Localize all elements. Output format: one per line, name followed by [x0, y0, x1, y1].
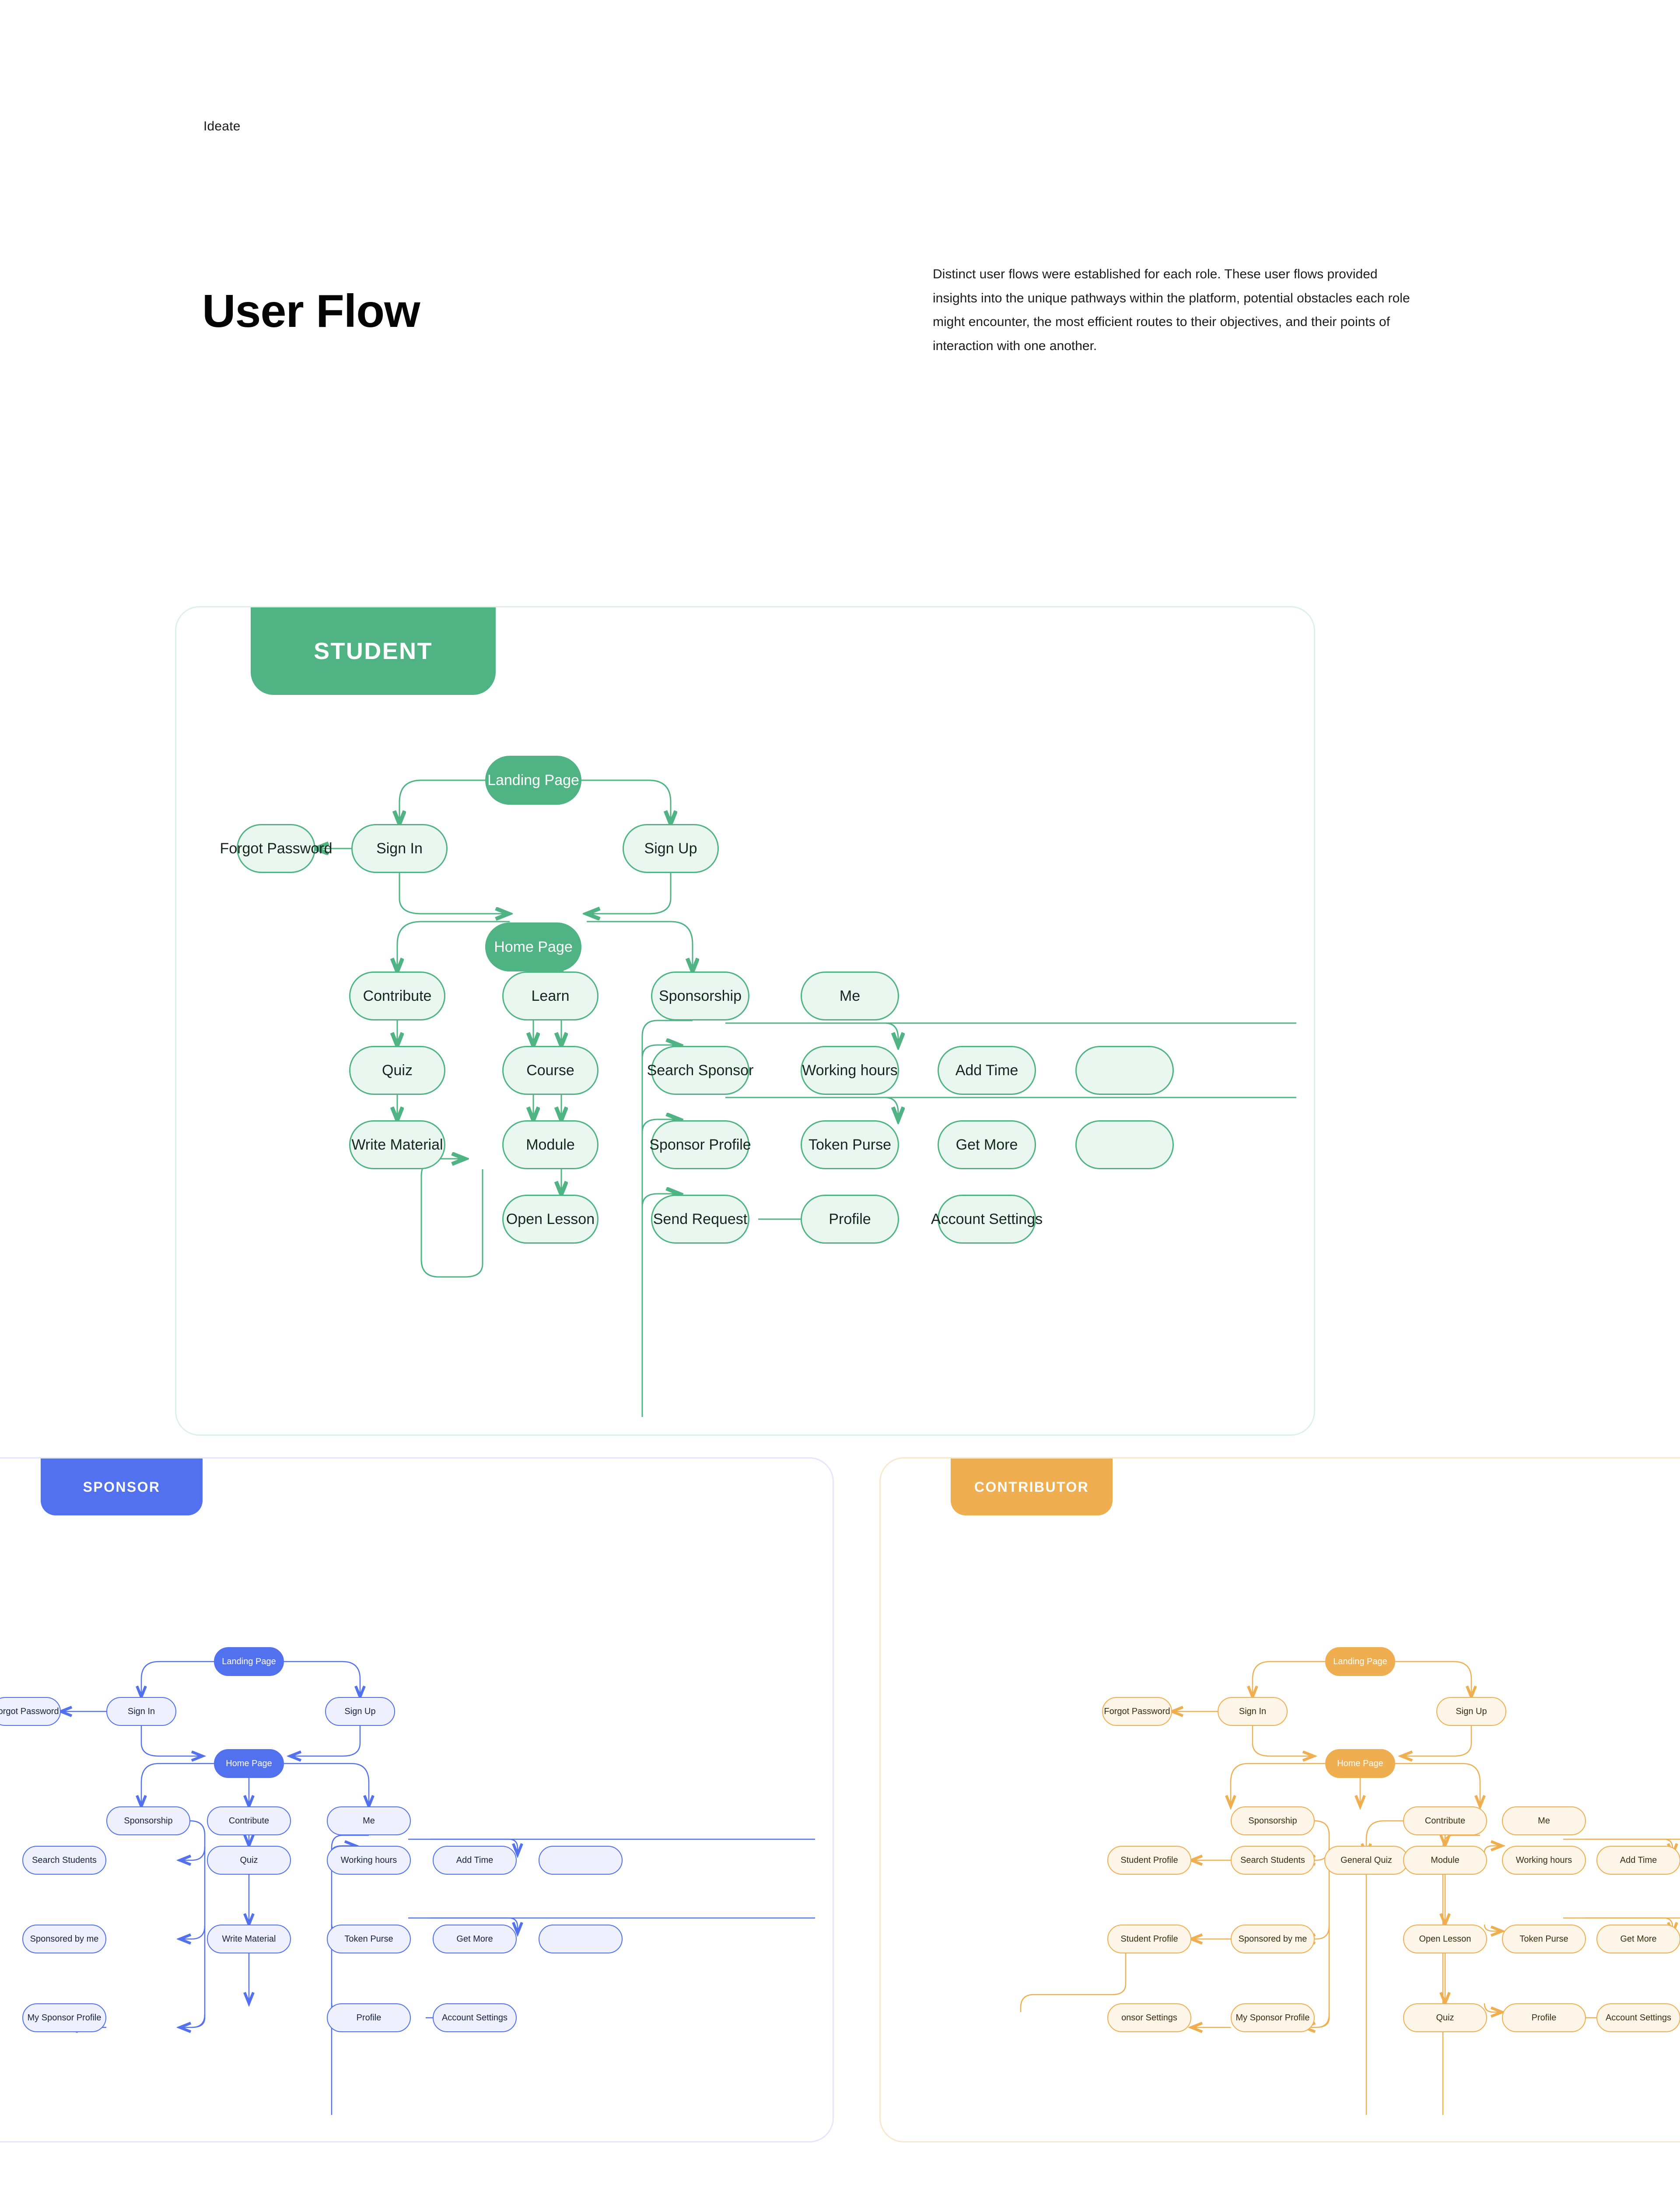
student-node-quiz[interactable]: Quiz — [349, 1046, 445, 1095]
student-node-home-page[interactable]: Home Page — [485, 922, 581, 971]
student-node-search-sponsor[interactable]: Search Sponsor — [647, 1046, 753, 1095]
contributor-node-sponsorship[interactable]: Sponsorship — [1231, 1806, 1315, 1835]
section-kicker: Ideate — [203, 119, 241, 133]
sponsor-node-forgot-password[interactable]: Forgot Password — [0, 1697, 61, 1726]
sponsor-node-landing-page[interactable]: Landing Page — [214, 1647, 284, 1676]
sponsor-node-me[interactable]: Me — [327, 1806, 411, 1835]
student-flow-tab: STUDENT — [251, 607, 496, 695]
sponsor-flow-tab: SPONSOR — [41, 1459, 203, 1515]
student-node-sponsor-profile[interactable]: Sponsor Profile — [649, 1120, 751, 1169]
sponsor-flow-card: SPONSOR — [0, 1457, 834, 2142]
sponsor-node-sponsorship[interactable]: Sponsorship — [106, 1806, 190, 1835]
student-node-get-more-overflow[interactable] — [1075, 1120, 1174, 1169]
student-node-write-material[interactable]: Write Material — [349, 1120, 445, 1169]
student-node-open-lesson[interactable]: Open Lesson — [502, 1195, 598, 1244]
sponsor-node-add-time[interactable]: Add Time — [433, 1846, 517, 1875]
contributor-node-student-profile-2[interactable]: Student Profile — [1107, 1925, 1191, 1953]
sponsor-node-home-page[interactable]: Home Page — [214, 1749, 284, 1778]
sponsor-node-my-sponsor-profile[interactable]: My Sponsor Profile — [22, 2003, 106, 2032]
contributor-node-home-page[interactable]: Home Page — [1325, 1749, 1395, 1778]
student-node-sign-up[interactable]: Sign Up — [623, 824, 719, 873]
sponsor-node-get-more[interactable]: Get More — [433, 1925, 517, 1953]
contributor-node-add-time[interactable]: Add Time — [1596, 1846, 1680, 1875]
contributor-node-contribute[interactable]: Contribute — [1403, 1806, 1487, 1835]
contributor-node-account-settings[interactable]: Account Settings — [1596, 2003, 1680, 2032]
sponsor-node-account-settings[interactable]: Account Settings — [433, 2003, 517, 2032]
sponsor-flow-edges — [0, 1661, 815, 2115]
student-node-working-hours[interactable]: Working hours — [801, 1046, 899, 1095]
contributor-node-working-hours[interactable]: Working hours — [1502, 1846, 1586, 1875]
student-node-profile[interactable]: Profile — [801, 1195, 899, 1244]
student-flow-card: STUDENT — [175, 606, 1315, 1436]
student-node-me[interactable]: Me — [801, 971, 899, 1020]
contributor-node-search-students[interactable]: Search Students — [1231, 1846, 1315, 1875]
student-node-add-time[interactable]: Add Time — [938, 1046, 1036, 1095]
sponsor-node-search-students[interactable]: Search Students — [22, 1846, 106, 1875]
contributor-node-landing-page[interactable]: Landing Page — [1325, 1647, 1395, 1676]
contributor-node-get-more[interactable]: Get More — [1596, 1925, 1680, 1953]
contributor-flow-tab: CONTRIBUTOR — [951, 1459, 1113, 1515]
contributor-node-student-profile-1[interactable]: Student Profile — [1107, 1846, 1191, 1875]
student-flow-edges — [176, 779, 1296, 1417]
contributor-node-sponsored-by-me[interactable]: Sponsored by me — [1231, 1925, 1315, 1953]
sponsor-node-sign-up[interactable]: Sign Up — [325, 1697, 395, 1726]
student-node-sponsorship[interactable]: Sponsorship — [651, 971, 749, 1020]
student-node-course[interactable]: Course — [502, 1046, 598, 1095]
student-node-learn[interactable]: Learn — [502, 971, 598, 1020]
student-node-token-purse[interactable]: Token Purse — [801, 1120, 899, 1169]
sponsor-node-sign-in[interactable]: Sign In — [106, 1697, 176, 1726]
contributor-node-me[interactable]: Me — [1502, 1806, 1586, 1835]
sponsor-node-working-hours[interactable]: Working hours — [327, 1846, 411, 1875]
student-node-landing-page[interactable]: Landing Page — [485, 756, 581, 805]
student-node-send-request[interactable]: Send Request — [651, 1195, 749, 1244]
sponsor-node-sponsored-by-me[interactable]: Sponsored by me — [22, 1925, 106, 1953]
sponsor-node-profile[interactable]: Profile — [327, 2003, 411, 2032]
contributor-node-quiz[interactable]: Quiz — [1403, 2003, 1487, 2032]
contributor-node-forgot-password[interactable]: Forgot Password — [1102, 1697, 1172, 1726]
sponsor-node-token-purse[interactable]: Token Purse — [327, 1925, 411, 1953]
sponsor-node-write-material[interactable]: Write Material — [207, 1925, 291, 1953]
contributor-node-my-sponsor-profile[interactable]: My Sponsor Profile — [1231, 2003, 1315, 2032]
page-description: Distinct user flows were established for… — [933, 267, 1410, 353]
contributor-node-token-purse[interactable]: Token Purse — [1502, 1925, 1586, 1953]
contributor-node-profile[interactable]: Profile — [1502, 2003, 1586, 2032]
contributor-node-sign-up[interactable]: Sign Up — [1436, 1697, 1506, 1726]
contributor-node-general-quiz[interactable]: General Quiz — [1324, 1846, 1408, 1875]
contributor-node-open-lesson[interactable]: Open Lesson — [1403, 1925, 1487, 1953]
student-node-account-settings[interactable]: Account Settings — [931, 1195, 1043, 1244]
student-node-get-more[interactable]: Get More — [938, 1120, 1036, 1169]
sponsor-node-contribute[interactable]: Contribute — [207, 1806, 291, 1835]
contributor-flow-card: CONTRIBUTOR — [879, 1457, 1680, 2142]
student-node-sign-in[interactable]: Sign In — [351, 824, 448, 873]
sponsor-node-add-time-overflow[interactable] — [539, 1846, 623, 1875]
contributor-node-sign-in[interactable]: Sign In — [1218, 1697, 1288, 1726]
student-node-forgot-password[interactable]: Forgot Password — [220, 824, 332, 873]
sponsor-node-quiz[interactable]: Quiz — [207, 1846, 291, 1875]
page-title: User Flow — [202, 285, 420, 337]
student-node-module[interactable]: Module — [502, 1120, 598, 1169]
student-node-add-time-overflow[interactable] — [1075, 1046, 1174, 1095]
contributor-flow-edges — [1020, 1661, 1680, 2115]
student-node-contribute[interactable]: Contribute — [349, 971, 445, 1020]
sponsor-node-get-more-overflow[interactable] — [539, 1925, 623, 1953]
contributor-node-module[interactable]: Module — [1403, 1846, 1487, 1875]
contributor-node-sponsor-settings[interactable]: onsor Settings — [1107, 2003, 1191, 2032]
